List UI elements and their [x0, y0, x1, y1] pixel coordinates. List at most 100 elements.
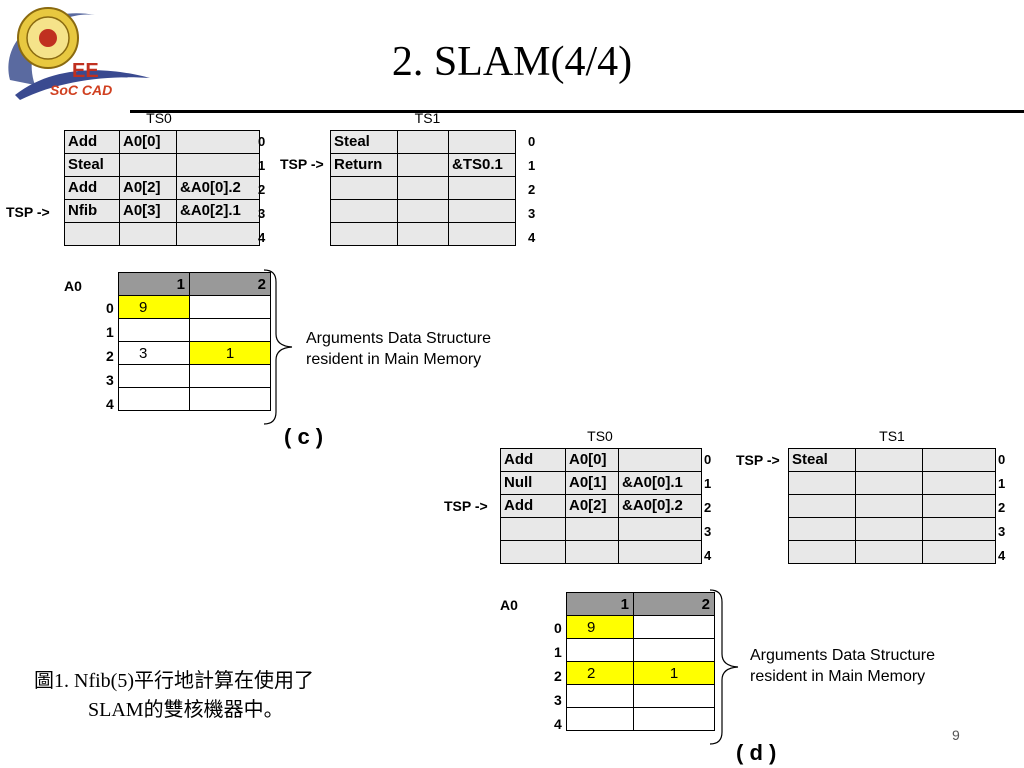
d-ts1-pointer: TSP ->: [736, 452, 780, 468]
table-row: Steal: [330, 130, 516, 154]
table-row: [330, 222, 516, 246]
table-cell: [788, 471, 856, 495]
table-cell: [922, 517, 996, 541]
caption-line1: 圖1. Nfib(5)平行地計算在使用了: [34, 670, 314, 692]
array-cell: [566, 638, 634, 662]
table-cell: [397, 222, 449, 246]
array-cell: [566, 684, 634, 708]
table-cell: [176, 130, 260, 154]
table-cell: Steal: [64, 153, 120, 177]
table-cell: [788, 540, 856, 564]
row-index: 3: [704, 524, 712, 539]
table-row: [788, 540, 996, 564]
array-cell: [566, 707, 634, 731]
array-index: 3: [554, 692, 562, 708]
logo-soc-cad-text: SoC CAD: [50, 82, 113, 98]
array-cell: 1: [633, 661, 715, 685]
array-cell: 1: [189, 341, 271, 365]
array-cell: 9: [118, 295, 190, 319]
table-row: [118, 387, 271, 411]
table-cell: [397, 199, 449, 223]
c-note-line1: Arguments Data Structure: [306, 330, 491, 347]
row-index: 4: [528, 230, 536, 245]
array-index: 2: [106, 348, 114, 364]
row-index: 3: [528, 206, 536, 221]
table-cell: [176, 222, 260, 246]
array-cell: 2: [566, 661, 634, 685]
table-cell: A0[3]: [119, 199, 177, 223]
table-row: [788, 471, 996, 495]
table-cell: [788, 517, 856, 541]
row-index: 4: [704, 548, 712, 563]
table-row: [330, 176, 516, 200]
row-index: 1: [258, 158, 266, 173]
table-cell: [330, 222, 398, 246]
array-cell: [633, 615, 715, 639]
table-row: [118, 364, 271, 388]
d-note-line2: resident in Main Memory: [750, 668, 926, 685]
row-index: 4: [258, 230, 266, 245]
array-cell: 9: [566, 615, 634, 639]
column-header: 2: [633, 592, 715, 616]
table-cell: [448, 199, 516, 223]
table-row: [118, 318, 271, 342]
array-cell: [633, 707, 715, 731]
table-row: [330, 199, 516, 223]
row-index: 0: [704, 452, 712, 467]
array-cell: [118, 387, 190, 411]
table-cell: [855, 517, 923, 541]
page-number: 9: [952, 727, 960, 743]
table-row: Return&TS0.1: [330, 153, 516, 177]
table-row: [788, 494, 996, 518]
table-cell: [176, 153, 260, 177]
table-cell: A0[0]: [119, 130, 177, 154]
column-header: 2: [189, 272, 271, 296]
table-cell: [448, 176, 516, 200]
table-cell: &A0[0].1: [618, 471, 702, 495]
c-ts0-pointer: TSP ->: [6, 204, 50, 220]
caption-line2: SLAM的雙核機器中。: [88, 699, 284, 721]
d-ts1-table: Steal: [788, 448, 996, 564]
table-cell: A0[0]: [565, 448, 619, 472]
array-cell: [633, 684, 715, 708]
row-index: 2: [258, 182, 266, 197]
title-rule: [130, 110, 1024, 113]
table-cell: [500, 517, 566, 541]
c-brace: [263, 269, 293, 425]
table-row: [788, 517, 996, 541]
table-cell: Steal: [788, 448, 856, 472]
array-cell: [189, 387, 271, 411]
table-cell: [397, 176, 449, 200]
table-row: Steal: [64, 153, 260, 177]
row-index: 0: [258, 134, 266, 149]
table-cell: [855, 494, 923, 518]
table-cell: &TS0.1: [448, 153, 516, 177]
array-index: 3: [106, 372, 114, 388]
table-cell: [922, 471, 996, 495]
row-index: 4: [998, 548, 1006, 563]
d-note-line1: Arguments Data Structure: [750, 647, 935, 664]
table-cell: A0[2]: [565, 494, 619, 518]
row-index: 1: [528, 158, 536, 173]
array-index: 0: [106, 300, 114, 316]
table-cell: &A0[0].2: [176, 176, 260, 200]
table-cell: [922, 448, 996, 472]
array-index: 1: [106, 324, 114, 340]
table-cell: &A0[2].1: [176, 199, 260, 223]
array-index: 1: [554, 644, 562, 660]
table-cell: [922, 494, 996, 518]
table-cell: [330, 176, 398, 200]
c-ts1-title: TS1: [414, 110, 441, 126]
table-cell: [922, 540, 996, 564]
